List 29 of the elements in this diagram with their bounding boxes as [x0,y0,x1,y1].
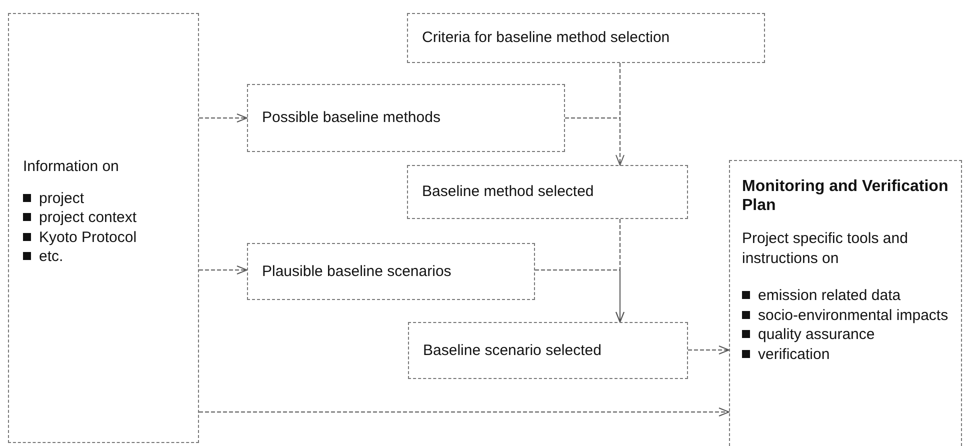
list-item-text: verification [758,344,830,364]
list-item-text: quality assurance [758,325,875,345]
list-item-text: emission related data [758,286,901,306]
box-heading: Monitoring and Verification Plan [742,177,950,216]
arrow [534,270,624,322]
list-item-text: Kyoto Protocol [39,228,137,247]
box-label: Possible baseline methods [262,108,440,128]
box-label: Criteria for baseline method selection [422,28,670,48]
list-item-text: socio-environmental impacts [758,306,948,326]
arrow [688,346,730,354]
box-label: Baseline method selected [422,182,594,202]
process-box [247,84,565,152]
box-label: Baseline scenario selected [423,340,602,360]
arrow [198,114,248,122]
process-box [407,13,765,63]
arrow [198,408,730,416]
process-box [247,243,535,300]
list-item-text: project context [39,208,137,228]
box-heading: Information on [23,157,120,176]
info-box [8,13,199,443]
plan-box [729,160,962,446]
list-item-text: project [39,188,84,208]
list-item-text: etc. [39,247,64,266]
box-label: Plausible baseline scenarios [262,262,452,282]
arrow [564,118,624,166]
box-description: Project specific tools and instructions on [742,229,909,268]
arrow [198,266,248,274]
process-box [408,322,688,379]
process-box [407,165,688,219]
